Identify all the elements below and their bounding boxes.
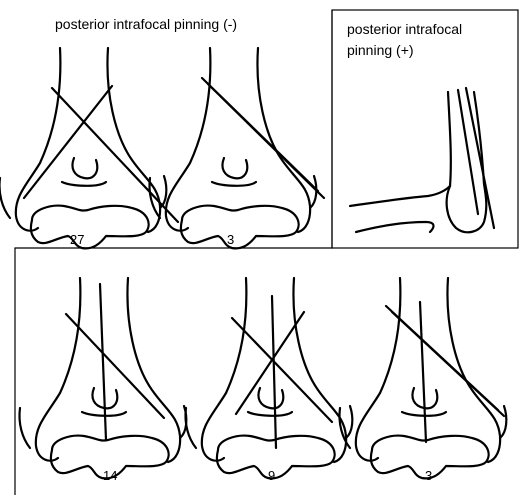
elbow-pins-bottom-middle <box>185 278 352 478</box>
count-bottom-right: 3 <box>425 468 432 483</box>
header-pinning-plus-line1: posterior intrafocal <box>347 21 462 37</box>
count-bottom-left: 14 <box>103 468 117 483</box>
elbow-crossed-pins-top-left <box>0 48 178 248</box>
count-bottom-middle: 9 <box>268 468 275 483</box>
header-pinning-minus: posterior intrafocal pinning (-) <box>55 16 237 32</box>
elbow-pins-bottom-left <box>19 278 186 478</box>
count-top-left: 27 <box>70 232 84 247</box>
elbow-pins-bottom-right <box>339 278 506 478</box>
header-pinning-plus-line2: pinning (+) <box>347 42 414 58</box>
elbow-lateral-view-top-right <box>350 88 494 232</box>
count-top-middle: 3 <box>227 232 234 247</box>
top-left-frame <box>0 0 332 495</box>
